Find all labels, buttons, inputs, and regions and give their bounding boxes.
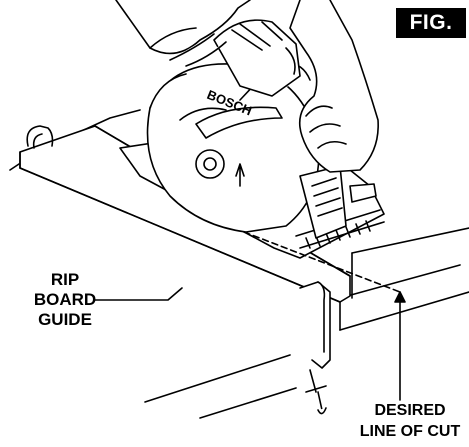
left-hand xyxy=(115,0,251,67)
motor-housing xyxy=(213,19,301,97)
callout-line: DESIRED xyxy=(374,402,446,419)
callout-line: LINE OF CUT xyxy=(359,423,461,440)
desired-line-of-cut-callout: DESIRED LINE OF CUT xyxy=(352,400,468,442)
callout-line: BOARD xyxy=(33,290,97,309)
right-c-clamp xyxy=(299,281,331,415)
right-hand xyxy=(289,0,379,173)
callout-line: GUIDE xyxy=(38,310,92,329)
workpiece-panel xyxy=(9,109,469,419)
cut-line xyxy=(243,231,401,293)
line-of-cut-leader xyxy=(394,291,406,401)
left-clamp xyxy=(26,125,54,149)
callout-line: RIP xyxy=(50,270,80,289)
rip-board-guide-callout: RIP BOARD GUIDE xyxy=(20,270,110,330)
rip-guide-leader xyxy=(93,287,183,301)
figure-number-badge: FIG. 12 xyxy=(396,8,466,64)
bevel-bracket xyxy=(299,165,377,239)
